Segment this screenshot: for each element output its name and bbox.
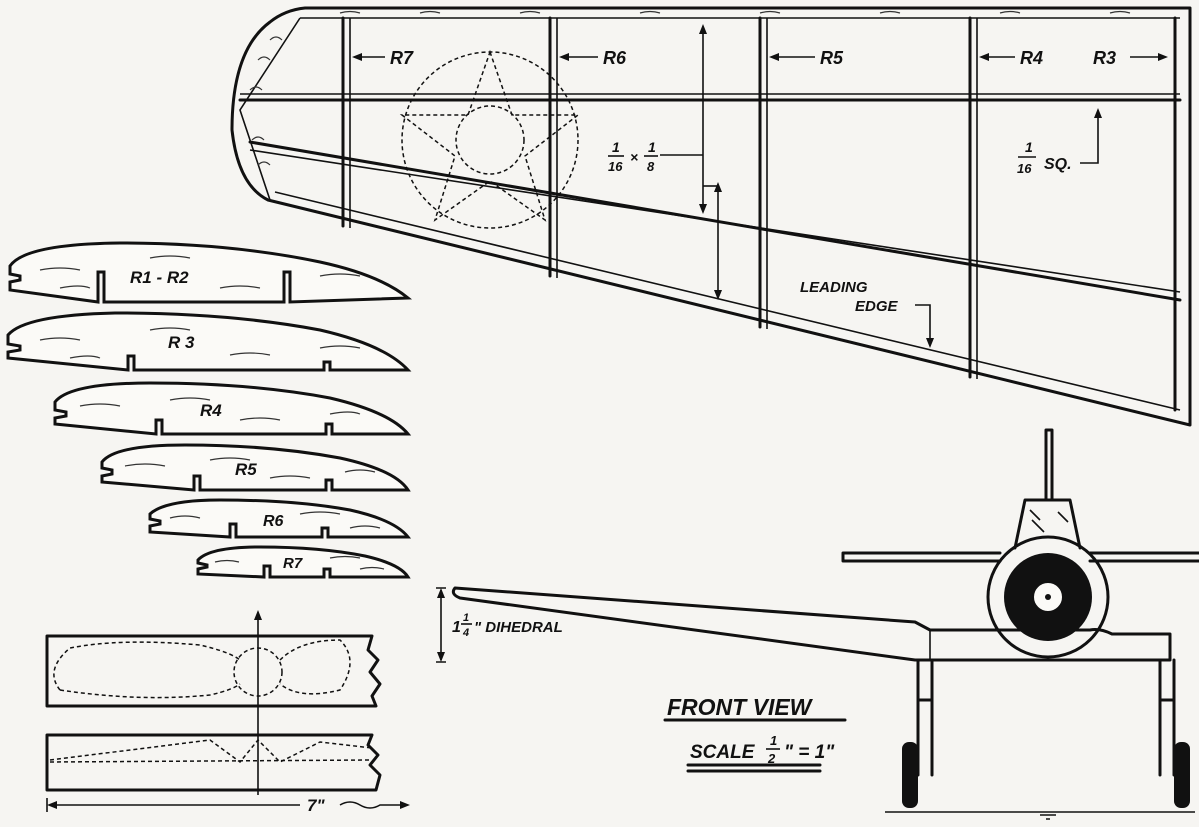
square-size-callout: 1 16 SQ.	[1017, 108, 1102, 176]
rib-r4: R4	[53, 381, 412, 436]
rib-label-r1-r2: R1 - R2	[130, 268, 189, 287]
wing-plan: R7 R6 R5 R4 R3 1 16 × 1 8 1	[230, 6, 1192, 427]
dihedral-whole: 1	[452, 619, 461, 636]
rib-callouts: R7 R6 R5 R4 R3	[352, 48, 1168, 68]
rib-label-r6: R6	[263, 513, 284, 530]
right-gear-leg	[1158, 658, 1176, 777]
right-wheel	[1174, 742, 1190, 808]
rib-label-r7: R7	[283, 555, 303, 572]
scale-den: 2	[767, 751, 776, 766]
rib-r5: R5	[100, 443, 411, 492]
leading-edge-strip	[274, 191, 1181, 411]
front-wing	[451, 586, 1172, 662]
rib-r3: R 3	[6, 311, 412, 372]
rib-label-r3: R3	[1093, 48, 1116, 68]
front-fin	[1044, 428, 1054, 502]
rib-r6: R6	[148, 498, 412, 539]
rib-label-r5: R5	[820, 48, 844, 68]
scale-num: 1	[770, 733, 777, 748]
main-spar-edge	[249, 149, 1181, 293]
prop-dimension-label: 7"	[307, 796, 325, 815]
sq-suffix: SQ.	[1044, 156, 1072, 173]
front-stabilizer	[841, 551, 1199, 563]
dihedral-den: 4	[462, 627, 469, 639]
spar-frac-den-1: 16	[608, 159, 623, 174]
spar-times: ×	[630, 149, 638, 165]
left-gear-leg	[916, 658, 934, 777]
propeller-block: 7"	[45, 610, 410, 815]
tip-grain	[249, 36, 283, 166]
prop-side-view	[45, 733, 382, 792]
spar-frac-num-2: 1	[648, 139, 656, 155]
star-insignia	[399, 49, 581, 229]
rib-label-r5: R5	[235, 460, 257, 479]
leading-edge-callout: LEADING EDGE	[800, 279, 934, 348]
dihedral-num: 1	[463, 612, 469, 624]
front-canopy	[1013, 498, 1082, 550]
rib-r7: R7	[196, 545, 411, 579]
spar-frac-den-2: 8	[647, 159, 655, 174]
wing-tip-block	[239, 17, 301, 201]
wing-ribs	[341, 16, 1177, 412]
scale-rest: " = 1"	[784, 742, 835, 763]
dihedral-label: " DIHEDRAL	[474, 619, 563, 636]
leading-edge-text-2: EDGE	[855, 298, 899, 315]
rib-label-r6: R6	[603, 48, 627, 68]
leading-edge-text-1: LEADING	[800, 279, 868, 296]
rib-label-r4: R4	[200, 401, 222, 420]
rib-r1-r2: R1 - R2	[8, 241, 413, 304]
rib-label-r7: R7	[390, 48, 414, 68]
rib-profiles: R1 - R2 R 3 R4 R5 R6 R7	[6, 241, 413, 579]
dihedral-callout: 1 1 4 " DIHEDRAL	[436, 587, 563, 663]
rib-label-r3: R 3	[168, 333, 195, 352]
front-view-title: FRONT VIEW	[667, 694, 814, 720]
front-view: 1 1 4 " DIHEDRAL FRONT VIEW SCALE 1 2 " …	[436, 428, 1199, 820]
prop-top-view	[45, 634, 382, 708]
spar-size-callout: 1 16 × 1 8	[608, 24, 722, 300]
scale-word: SCALE	[690, 742, 756, 763]
sq-den: 16	[1017, 161, 1032, 176]
sq-num: 1	[1025, 139, 1033, 155]
wing-outline	[230, 6, 1192, 427]
left-wheel	[902, 742, 918, 808]
spar-frac-num-1: 1	[612, 139, 620, 155]
rib-label-r4: R4	[1020, 48, 1043, 68]
trailing-edge-grain	[339, 10, 1131, 14]
front-cowl	[986, 535, 1110, 659]
